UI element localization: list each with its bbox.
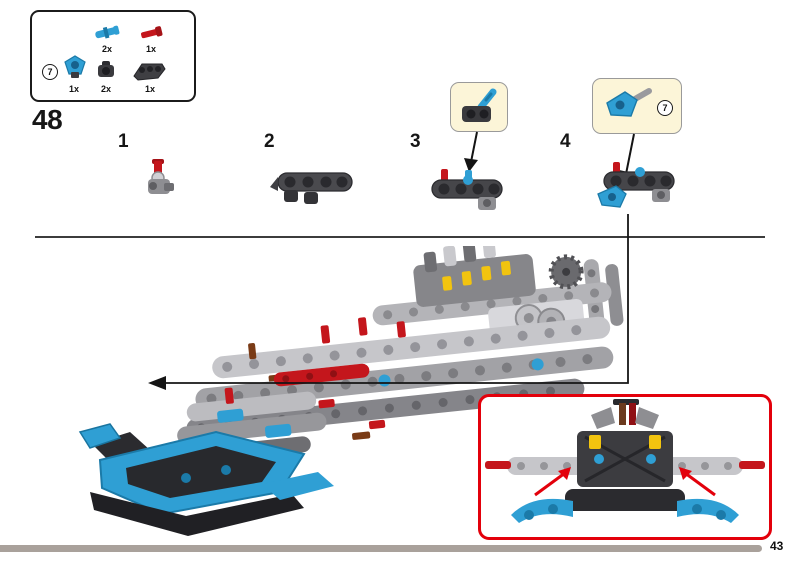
part-callout-number-badge: 7 xyxy=(42,64,58,80)
part-count: 1x xyxy=(145,44,156,54)
substep-3-part-image xyxy=(431,169,503,210)
page-number: 43 xyxy=(770,539,784,553)
substep-1-part-image xyxy=(148,159,174,194)
part-count: 2x xyxy=(101,44,112,54)
main-assembly-model-image xyxy=(78,246,624,536)
substep-1-label: 1 xyxy=(118,131,129,152)
blue-steering-arm-icon xyxy=(64,55,86,78)
part-count: 2x xyxy=(100,84,111,94)
black-angled-beam-icon xyxy=(133,63,166,81)
placement-arrow-step3 xyxy=(464,131,478,172)
part-count: 1x xyxy=(144,84,155,94)
substep-2-label: 2 xyxy=(264,131,275,152)
detail-inset-box xyxy=(478,394,772,540)
section-divider xyxy=(35,236,765,238)
substep-4-part-image xyxy=(597,162,675,208)
substep-4-label: 4 xyxy=(560,131,571,152)
assembly-placement-leader-arrow xyxy=(148,214,629,390)
parts-callout-box: 7 1x 2x 1x 2x xyxy=(30,10,196,102)
callout-number-badge: 7 xyxy=(657,100,673,116)
red-axle-pin-icon xyxy=(141,26,163,39)
black-pin-connector-icon xyxy=(98,61,114,77)
page-progress-bar xyxy=(0,545,762,552)
detail-inset-image xyxy=(485,399,765,523)
substep-3-label: 3 xyxy=(410,131,421,152)
blue-pin-icon xyxy=(95,25,120,39)
pin-detail-highlight-box xyxy=(450,82,508,132)
blue-steering-arm-detail-icon xyxy=(606,88,652,117)
steering-arm-highlight-box: 7 xyxy=(592,78,682,134)
blue-pin-in-connector-icon xyxy=(462,88,497,122)
substep-2-part-image xyxy=(270,172,353,204)
part-count: 1x xyxy=(68,84,79,94)
step-number: 48 xyxy=(32,104,63,135)
